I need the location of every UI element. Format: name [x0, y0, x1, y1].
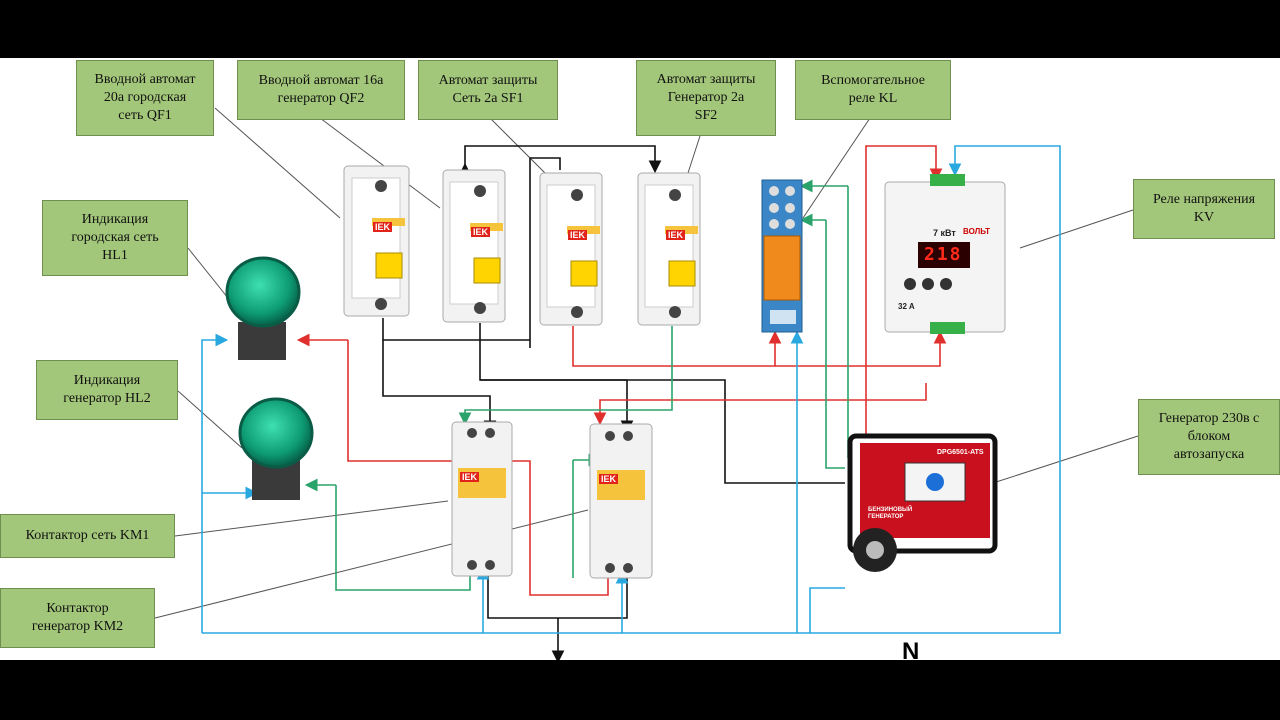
voltage-relay-kv	[884, 174, 1006, 334]
relay-kl	[761, 179, 803, 333]
label-sf2: Автомат защиты Генератор 2а SF2	[636, 60, 776, 136]
diagram-canvas	[154, 107, 1139, 660]
contactor-km2	[589, 423, 653, 579]
label-km2: Контактор генератор KM2	[0, 588, 155, 648]
iek-logo: IEK	[460, 472, 480, 482]
kv-power-text: 7 кВт	[933, 228, 956, 238]
label-hl2: Индикация генератор HL2	[36, 360, 178, 420]
neutral-label: N	[902, 638, 920, 660]
kv-rating-text: 32 A	[898, 302, 915, 311]
breaker-sf2	[637, 172, 701, 326]
green-wires	[304, 179, 849, 591]
black-wires	[382, 145, 845, 660]
lamp-hl1	[225, 256, 301, 360]
label-km1: Контактор сеть KM1	[0, 514, 175, 558]
label-sf1: Автомат защиты Сеть 2а SF1	[418, 60, 558, 120]
generator	[847, 433, 998, 572]
contactor-km1	[451, 421, 513, 577]
breaker-qf1	[343, 165, 410, 317]
kv-display: 218	[924, 244, 963, 265]
iek-logo: IEK	[568, 230, 588, 240]
label-kl: Вспомогательное реле KL	[795, 60, 951, 120]
label-hl1: Индикация городская сеть HL1	[42, 200, 188, 276]
label-qf2: Вводной автомат 16а генератор QF2	[237, 60, 405, 120]
iek-logo: IEK	[471, 227, 491, 237]
iek-logo: IEK	[373, 222, 393, 232]
label-kv: Реле напряжения KV	[1133, 179, 1275, 239]
kv-brand-text: ВОЛЬТ	[963, 227, 991, 236]
label-qf1: Вводной автомат 20а городская сеть QF1	[76, 60, 214, 136]
leader-lines	[154, 107, 1139, 619]
wiring-diagram: IEK IEK IEK IEK IEK IEK 7 кВт ВОЛЬТ 218 …	[0, 58, 1280, 660]
iek-logo: IEK	[599, 474, 619, 484]
iek-logo: IEK	[666, 230, 686, 240]
label-generator: Генератор 230в с блоком автозапуска	[1138, 399, 1280, 475]
generator-model-text: DPG6501-ATS	[937, 449, 984, 456]
breaker-sf1	[539, 172, 603, 326]
blue-wires	[201, 145, 1061, 634]
breaker-qf2	[442, 169, 506, 323]
generator-type-text: БЕНЗИНОВЫЙ ГЕНЕРАТОР	[868, 507, 913, 520]
lamp-hl2	[238, 397, 314, 500]
